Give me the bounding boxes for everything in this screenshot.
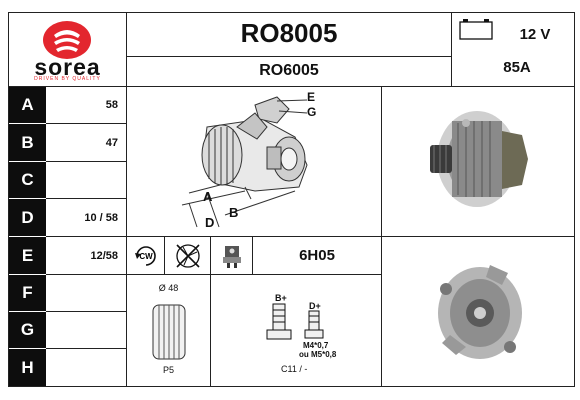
regulator-cell bbox=[211, 237, 252, 274]
amperage: 85A bbox=[503, 59, 531, 76]
row-label-f: F bbox=[9, 275, 46, 311]
terminal-b-plus: B+ bbox=[275, 293, 287, 303]
row-label-e: E bbox=[9, 237, 46, 274]
part-number: RO8005 bbox=[240, 18, 338, 48]
crossed-fan-icon bbox=[175, 243, 200, 268]
battery-icon bbox=[459, 18, 493, 40]
row-value-b: 47 bbox=[105, 136, 118, 149]
row-label-d: D bbox=[9, 199, 46, 236]
pulley-cell: Ø 48 P5 bbox=[127, 275, 210, 386]
row-value-h bbox=[46, 349, 126, 386]
alternator-photo-icon bbox=[430, 111, 528, 207]
spec-sheet-frame bbox=[8, 12, 575, 387]
row-value-d: 10 / 58 bbox=[84, 211, 118, 224]
row-label-c: C bbox=[9, 162, 46, 198]
row-label-a: A bbox=[9, 87, 46, 123]
terminal-bolts-icon bbox=[266, 303, 324, 340]
alternator-rear-photo-icon bbox=[438, 265, 522, 359]
terminal-thread-alt: ou M5*0,8 bbox=[299, 350, 337, 359]
row-value-f bbox=[46, 275, 126, 311]
diagram-label-d: D bbox=[205, 215, 215, 230]
row-label-g: G bbox=[9, 312, 46, 348]
pulley-diameter: Ø 48 bbox=[158, 283, 179, 293]
clockwise-arrow-icon: CW bbox=[134, 245, 156, 266]
row-value-c bbox=[46, 162, 126, 198]
voltage: 12 V bbox=[519, 26, 551, 43]
alternator-line-drawing-icon bbox=[181, 96, 308, 228]
pulley-type: P5 bbox=[162, 365, 174, 375]
rotation-label: CW bbox=[139, 252, 153, 261]
alternator-photo-bottom bbox=[382, 237, 575, 386]
diagram-label-e: E bbox=[307, 90, 316, 104]
alt-part-number: RO6005 bbox=[259, 62, 319, 79]
sorea-logo-icon bbox=[43, 21, 91, 59]
row-label-h: H bbox=[9, 349, 46, 386]
row-value-e: 12/58 bbox=[90, 249, 118, 262]
row-label-b: B bbox=[9, 124, 46, 161]
no-fan-cell bbox=[165, 237, 210, 274]
terminal-thread: M4*0,7 bbox=[303, 341, 329, 350]
connector-type: C11 / - bbox=[281, 364, 308, 374]
brand-logo: sorea DRIVEN BY QUALITY bbox=[10, 14, 125, 84]
pulley-icon bbox=[152, 304, 186, 360]
clock-position: 6H05 bbox=[299, 247, 335, 264]
diagram-label-a: A bbox=[203, 189, 213, 204]
rotation-cell: CW bbox=[127, 237, 164, 274]
alternator-photo-top bbox=[382, 87, 575, 236]
row-value-a: 58 bbox=[105, 99, 118, 111]
regulator-icon bbox=[222, 245, 241, 268]
diagram-label-b: B bbox=[229, 205, 239, 220]
row-value-g bbox=[46, 312, 126, 348]
brand-name: sorea bbox=[34, 54, 101, 80]
brand-tagline: DRIVEN BY QUALITY bbox=[34, 76, 101, 82]
terminal-d-plus: D+ bbox=[309, 301, 321, 311]
terminals-cell: B+ D+ M4*0,7 ou M5*0,8 C11 / - bbox=[211, 275, 381, 386]
diagram-label-g: G bbox=[307, 105, 317, 119]
dimension-diagram: E G A B D bbox=[127, 87, 381, 236]
